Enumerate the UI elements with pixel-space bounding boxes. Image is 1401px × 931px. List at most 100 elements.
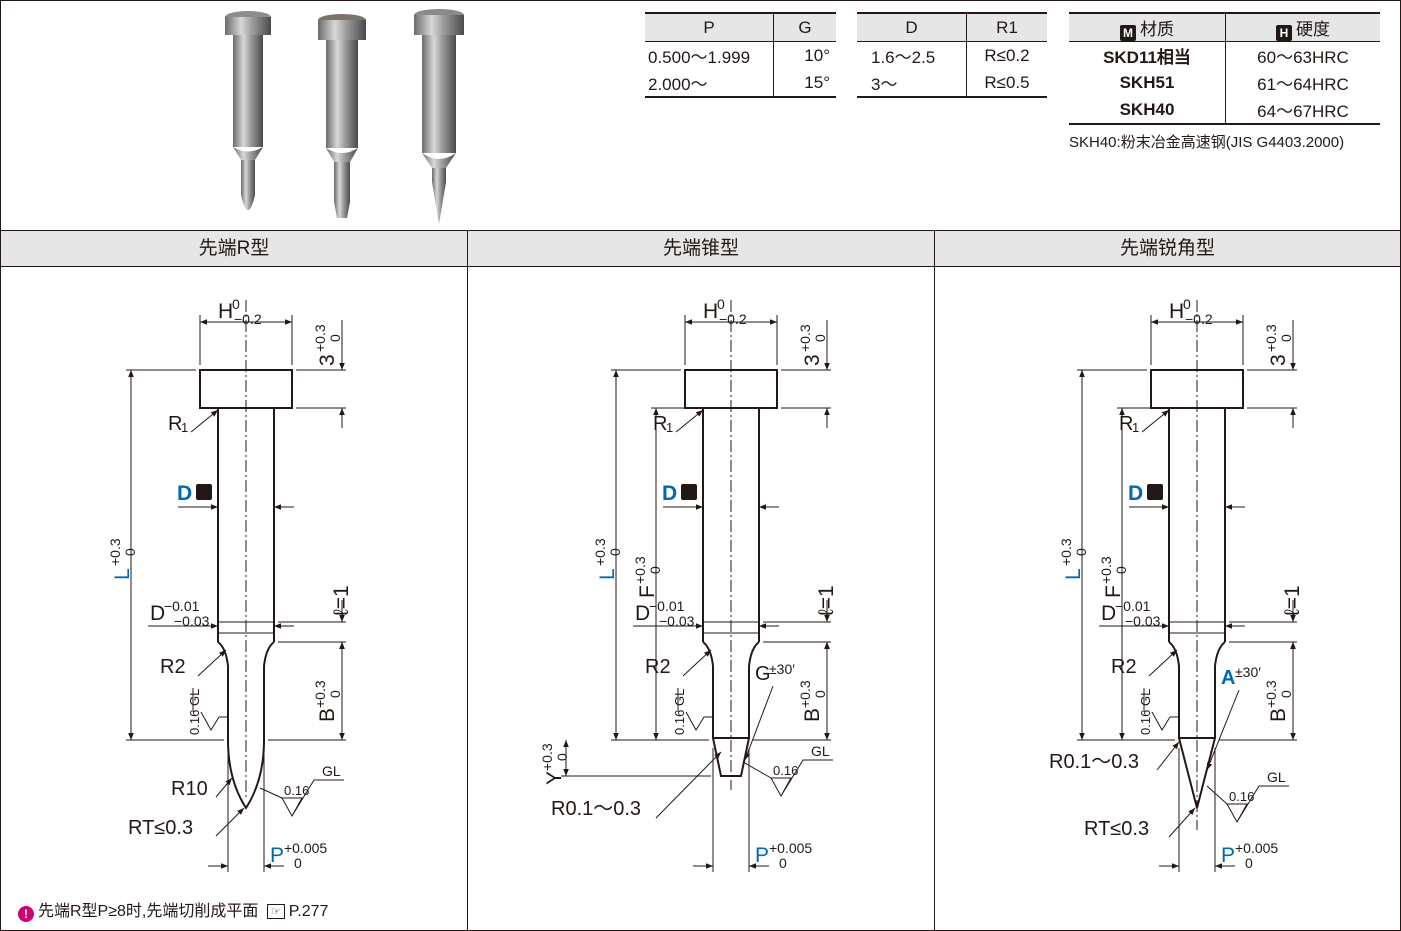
tolerance-upper: −0.01 (1115, 598, 1151, 614)
leader-line (1156, 741, 1180, 771)
dimension-label: H (1169, 300, 1184, 323)
tolerance-lower: 0 (327, 690, 343, 698)
material-note: SKH40:粉末冶金高速钢(JIS G4403.2000) (1069, 134, 1345, 151)
r01-label: R0.1～0.3 (551, 798, 641, 820)
tolerance-lower: 0 (779, 855, 787, 871)
a-label: A (1221, 667, 1235, 689)
dimension-label: P (270, 844, 284, 867)
t-icon-letter: T (200, 486, 208, 500)
tolerance-upper: +0.3 (539, 743, 555, 771)
roughness-value: 0.16 (1138, 710, 1153, 735)
section-title-cone-type: 先端锥型 (468, 231, 934, 267)
leader-line (215, 777, 233, 798)
r2-label: R2 (645, 656, 671, 678)
dimension-label: B (801, 708, 824, 722)
tolerance-lower: −0.03 (659, 613, 695, 629)
roughness-gl: GL (1267, 769, 1286, 785)
dimension-label: L (111, 568, 134, 580)
roughness-value: 0.16 (187, 710, 202, 735)
toleranced-dimension: H0−0.2 (218, 296, 262, 327)
tolerance-class-icon (196, 484, 212, 500)
tolerance-upper: +0.3 (1263, 324, 1279, 352)
toleranced-dimension: H0−0.2 (1169, 296, 1213, 327)
punch-tip (1178, 666, 1216, 809)
toleranced-dimension: D−0.01−0.03 (1101, 598, 1161, 629)
rt-label: RT≤0.3 (1084, 818, 1149, 840)
g-tolerance: ±30′ (769, 661, 795, 677)
leader-line (1168, 807, 1196, 838)
punch-shank (217, 408, 275, 642)
leader-line (1141, 409, 1170, 433)
tolerance-upper: 0 (232, 296, 240, 312)
cell: SKH40 (1069, 96, 1226, 125)
leader-line (1148, 649, 1178, 677)
tolerance-lower: 0 (812, 690, 828, 698)
tolerance-upper: +0.3 (1098, 556, 1114, 584)
roughness-leader (259, 787, 283, 799)
dimension-label: P (1221, 844, 1235, 867)
tolerance-upper: +0.3 (797, 324, 813, 352)
tolerance-upper: +0.3 (107, 538, 123, 566)
tolerance-lower: 0 (647, 566, 663, 574)
rt-label: RT≤0.3 (128, 817, 193, 839)
dimension-label: 3 (1267, 354, 1290, 366)
tolerance-lower: −0.2 (719, 311, 747, 327)
roughness-mark (770, 759, 833, 798)
tolerance-lower: 0 (294, 855, 302, 871)
p-g-table: P G 0.500～1.999 10° 2.000～ 15° (645, 12, 836, 98)
cell: SKD11相当 (1069, 41, 1226, 69)
tolerance-lower: 0 (122, 548, 138, 556)
dimension-label: H (218, 300, 233, 323)
tolerance-upper: +0.005 (769, 840, 812, 856)
d-label: D (177, 482, 192, 505)
col-d: D (857, 12, 967, 42)
tolerance-lower: 0 (607, 548, 623, 556)
roughness-gl: GL (187, 689, 202, 706)
cell: R≤0.2 (984, 45, 1030, 65)
dimension-label: 3 (316, 354, 339, 366)
section-title-r-type: 先端R型 (1, 231, 467, 267)
t-icon-letter: T (685, 486, 693, 500)
col-p: P (645, 12, 774, 42)
cell: 0.500～1.999 (645, 41, 774, 69)
tolerance-upper: +0.3 (1058, 538, 1074, 566)
punch-tip (712, 666, 750, 777)
punch-photo-r-type (225, 11, 271, 210)
cell: 2.000～ (645, 69, 774, 98)
ell-label: ℓ=1 (815, 585, 838, 616)
leader-line (1206, 689, 1240, 771)
punch-photo (225, 9, 464, 224)
roughness-leader (742, 761, 772, 779)
leader-line (675, 409, 704, 433)
g-label: G (755, 663, 771, 685)
tolerance-lower: −0.2 (1185, 311, 1213, 327)
tolerance-lower: 0 (1278, 334, 1294, 342)
leader-line (744, 685, 774, 761)
roughness-value: 0.16 (672, 710, 687, 735)
dimension-label: D (1101, 602, 1116, 625)
col-g: G (773, 12, 836, 42)
footnote: !先端R型P≥8时,先端切削成平面 ☞P.277 (18, 897, 328, 922)
roughness-value: 0.16 (284, 783, 309, 798)
dimension-label: 3 (801, 354, 824, 366)
d-label: D (1128, 482, 1143, 505)
r1-subscript: 1 (1132, 420, 1139, 435)
tolerance-class-icon (1147, 484, 1163, 500)
tolerance-upper: −0.01 (649, 598, 685, 614)
tolerance-lower: −0.03 (174, 613, 210, 629)
